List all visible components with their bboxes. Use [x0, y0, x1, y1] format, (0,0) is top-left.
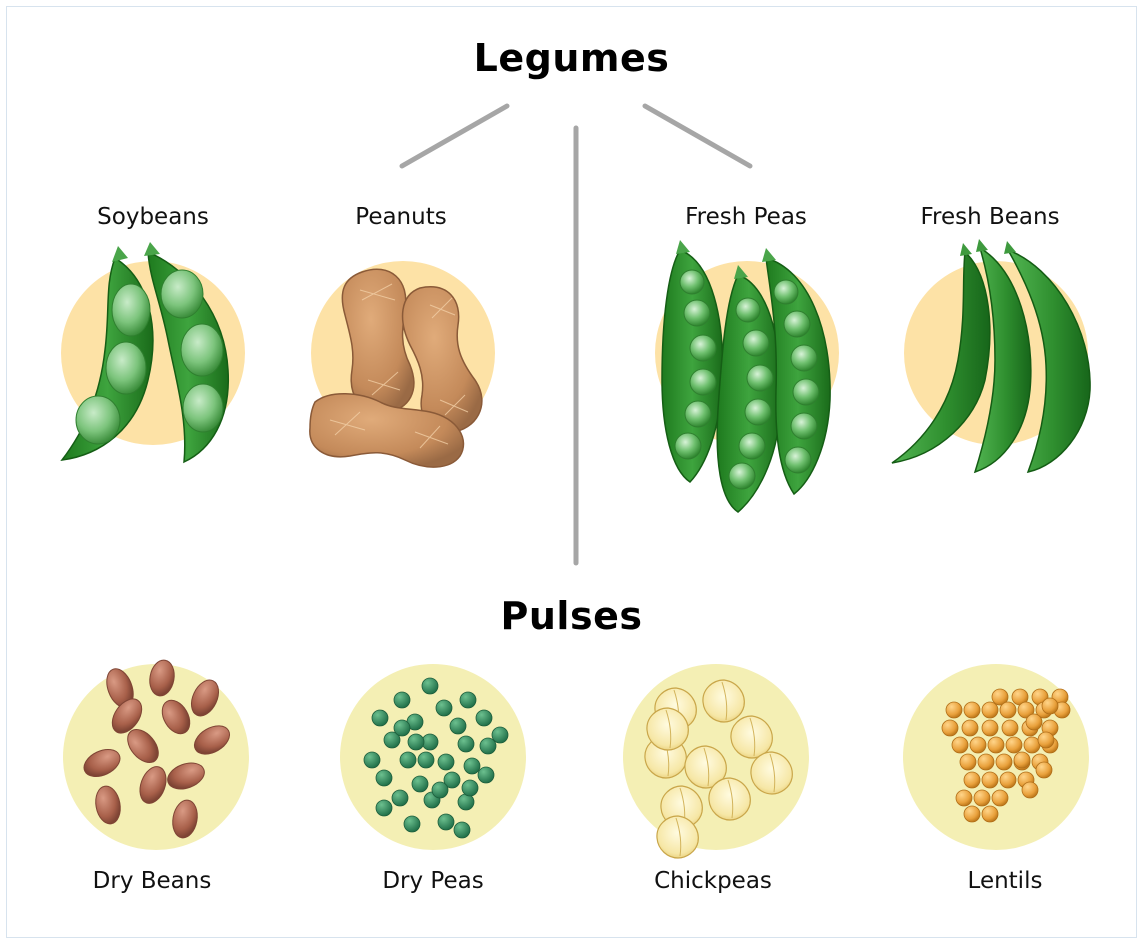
dry-beans-illustration — [63, 658, 249, 850]
lentil-seed — [942, 720, 958, 736]
soybeans-illustration — [61, 242, 245, 462]
lentil-seed — [1026, 714, 1042, 730]
dry-pea-seed — [400, 752, 416, 768]
lentil-seed — [1000, 772, 1016, 788]
lentil-seed — [962, 720, 978, 736]
lentil-seed — [960, 754, 976, 770]
label-lentils: Lentils — [885, 868, 1125, 894]
lentil-seed — [1006, 737, 1022, 753]
dry-pea-seed — [458, 794, 474, 810]
dry-pea-seed — [436, 700, 452, 716]
peanuts-illustration — [310, 261, 495, 467]
lentil-seed — [970, 737, 986, 753]
dry-peas-illustration — [340, 664, 526, 850]
lentil-seed — [946, 702, 962, 718]
lentils-illustration — [903, 664, 1089, 850]
dry-pea-seed — [418, 752, 434, 768]
lentil-seed — [982, 772, 998, 788]
dry-pea-seed — [458, 736, 474, 752]
lentil-seed — [952, 737, 968, 753]
dry-pea-seed — [438, 814, 454, 830]
dry-pea-seed — [476, 710, 492, 726]
dry-pea-seed — [432, 782, 448, 798]
chickpea-seed — [657, 816, 698, 858]
connector-left — [402, 106, 507, 166]
chickpeas-illustration — [623, 664, 809, 858]
dry-pea-seed — [480, 738, 496, 754]
lentil-seed — [1002, 720, 1018, 736]
chickpea-seed — [709, 778, 750, 820]
chickpea-seed — [703, 680, 744, 722]
chickpea-seed — [751, 752, 792, 794]
dry-pea-seed — [462, 780, 478, 796]
lentil-seed — [988, 737, 1004, 753]
label-dry-beans: Dry Beans — [32, 868, 272, 894]
dry-pea-seed — [454, 822, 470, 838]
dry-pea-seed — [392, 790, 408, 806]
dry-pea-seed — [372, 710, 388, 726]
chickpea-seed — [731, 716, 772, 758]
dry-pea-seed — [412, 776, 428, 792]
dry-pea-seed — [422, 678, 438, 694]
dry-pea-seed — [364, 752, 380, 768]
fresh-peas-illustration — [655, 240, 839, 512]
dry-pea-seed — [478, 767, 494, 783]
dry-pea-seed — [438, 754, 454, 770]
fresh-beans-illustration — [892, 239, 1090, 472]
lentil-seed — [1024, 737, 1040, 753]
lentil-seed — [964, 806, 980, 822]
label-chickpeas: Chickpeas — [593, 868, 833, 894]
lentil-seed — [1036, 762, 1052, 778]
lentil-seed — [1022, 782, 1038, 798]
dry-pea-seed — [450, 718, 466, 734]
lentil-seed — [982, 702, 998, 718]
lentil-seed — [1000, 702, 1016, 718]
dry-pea-seed — [408, 734, 424, 750]
lentil-seed — [956, 790, 972, 806]
dry-pea-seed — [394, 720, 410, 736]
lentil-seed — [964, 772, 980, 788]
lentil-seed — [996, 754, 1012, 770]
dry-pea-seed — [376, 800, 392, 816]
legumes-title: Legumes — [0, 36, 1143, 80]
label-peanuts: Peanuts — [281, 204, 521, 230]
lentil-seed — [992, 790, 1008, 806]
pulses-title: Pulses — [0, 594, 1143, 638]
lentil-seed — [1042, 698, 1058, 714]
lentil-seed — [964, 702, 980, 718]
lentil-seed — [978, 754, 994, 770]
dry-pea-seed — [464, 758, 480, 774]
lentil-seed — [982, 720, 998, 736]
dry-pea-seed — [376, 770, 392, 786]
label-dry-peas: Dry Peas — [313, 868, 553, 894]
connector-right — [645, 106, 750, 166]
lentil-seed — [982, 806, 998, 822]
dry-pea-seed — [394, 692, 410, 708]
label-fresh-beans: Fresh Beans — [870, 204, 1110, 230]
lentil-seed — [1038, 732, 1054, 748]
lentil-seed — [974, 790, 990, 806]
chickpea-seed — [647, 708, 688, 750]
dry-pea-seed — [460, 692, 476, 708]
label-fresh-peas: Fresh Peas — [626, 204, 866, 230]
lentil-seed — [1014, 752, 1030, 768]
dry-pea-seed — [404, 816, 420, 832]
label-soybeans: Soybeans — [33, 204, 273, 230]
